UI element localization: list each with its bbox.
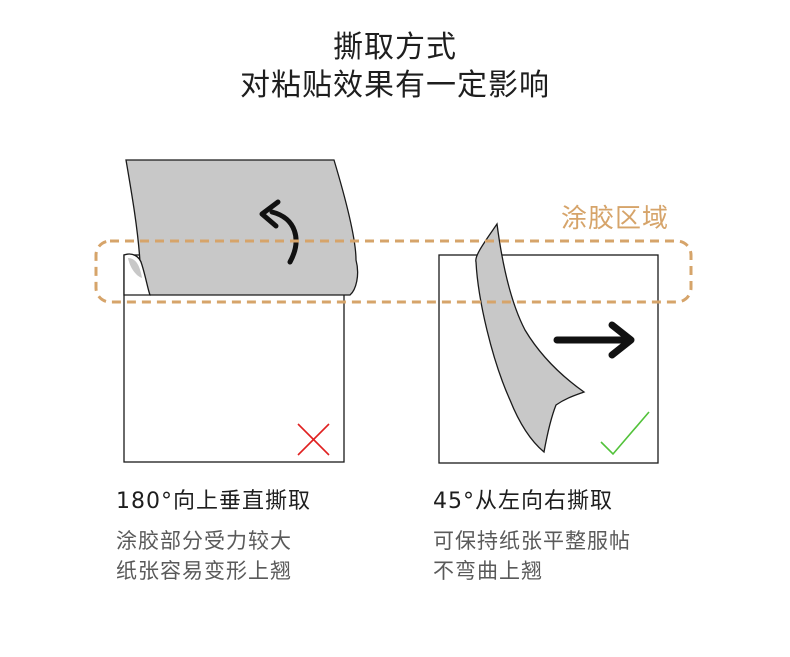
- right-desc-line-2: 不弯曲上翘: [433, 556, 543, 586]
- left-lifted-paper: [126, 160, 358, 295]
- left-desc-line-2: 纸张容易变形上翘: [116, 556, 292, 586]
- right-desc-line-1: 可保持纸张平整服帖: [433, 526, 631, 556]
- right-caption: 45°从左向右撕取: [433, 488, 613, 516]
- left-caption: 180°向上垂直撕取: [116, 488, 311, 516]
- left-desc-line-1: 涂胶部分受力较大: [116, 526, 292, 556]
- left-peel-illustration: [124, 160, 358, 462]
- glue-zone-label: 涂胶区域: [561, 198, 669, 235]
- right-peel-illustration: [439, 224, 658, 463]
